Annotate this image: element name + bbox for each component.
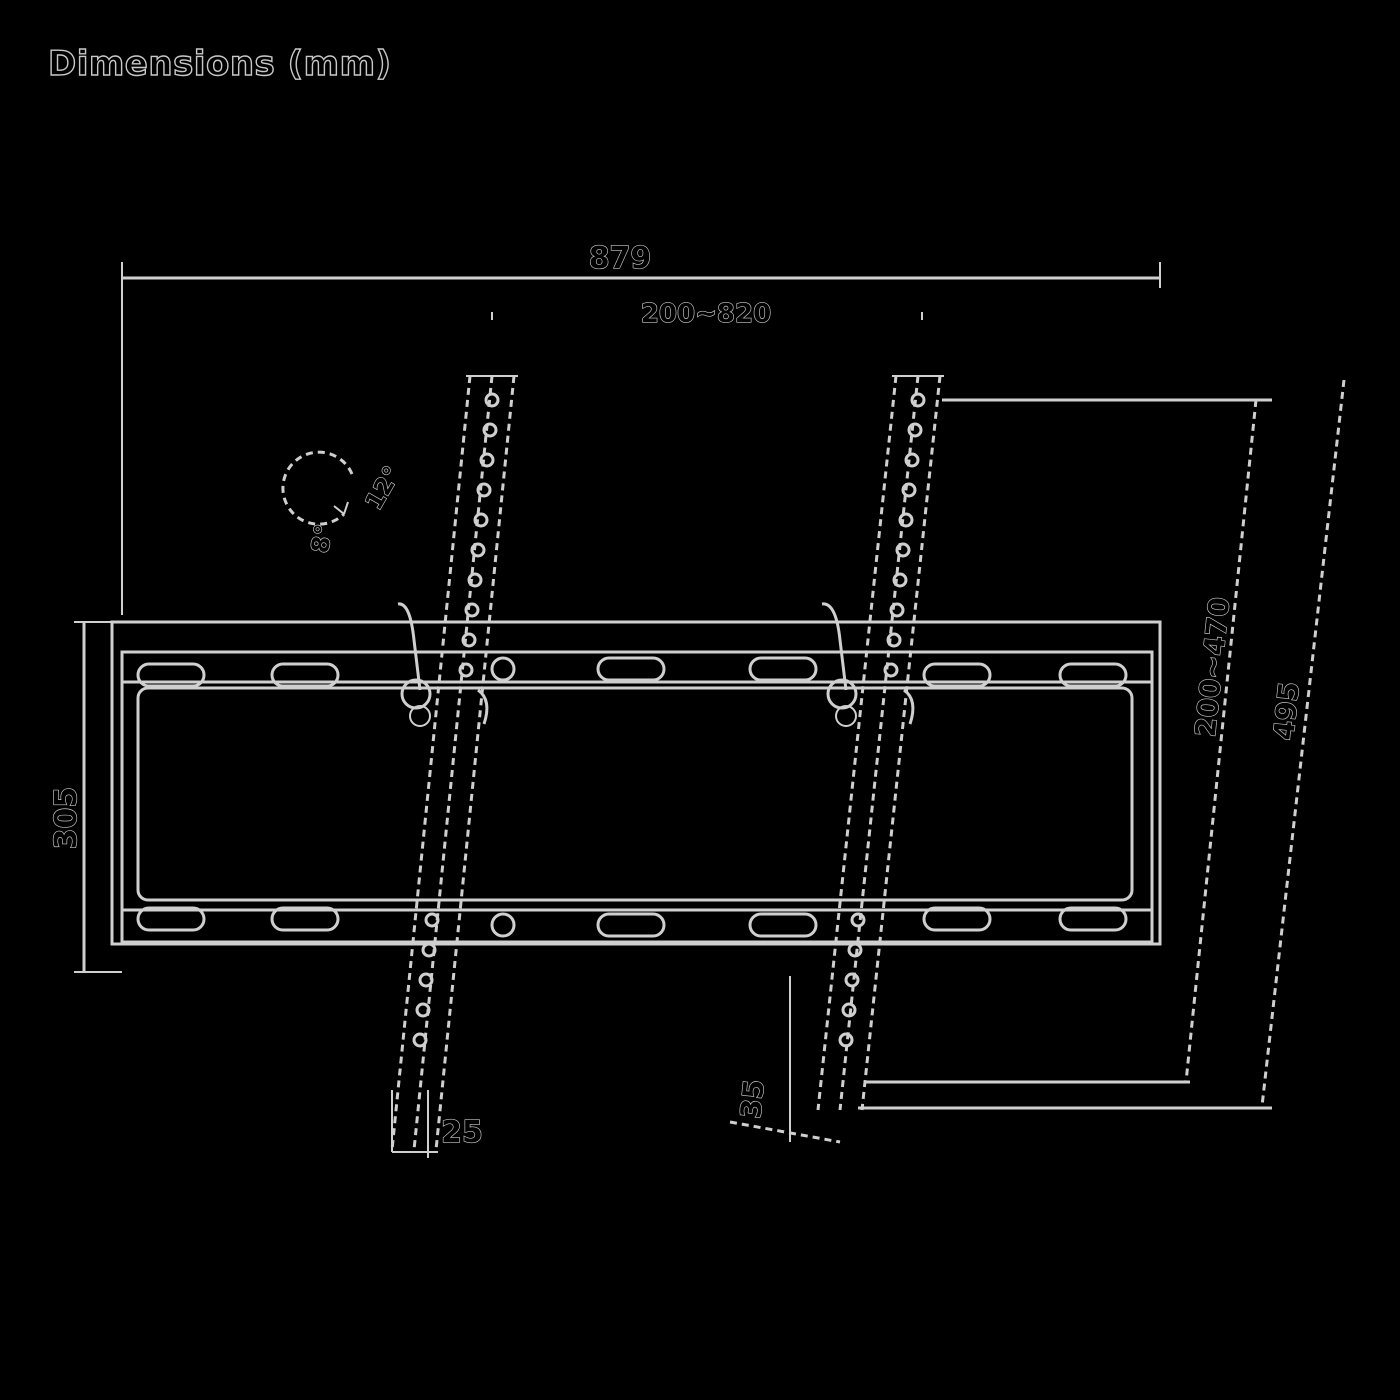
arm-width-dimension: 25 [391,1090,484,1158]
wall-depth-dimension: 35 [729,976,841,1144]
overall-width-dimension: 879 [121,240,1161,615]
arm-width-label: 25 [441,1115,483,1150]
right-arm [816,375,944,1111]
wall-plate-height-dimension: 305 [48,621,122,973]
wall-depth-label: 35 [734,1078,771,1120]
tilt-angle-indicator: 8° 12° [281,450,407,556]
wall-plate [110,620,1162,946]
overall-height-label: 495 [1267,680,1306,742]
vesa-horizontal-label: 200~820 [641,299,771,329]
overall-height-dimension: 495 [858,379,1346,1110]
left-arm [390,375,518,1153]
page-title: Dimensions (mm) [47,43,392,84]
wall-plate-height-label: 305 [49,787,84,850]
overall-width-label: 879 [589,241,652,276]
vesa-horizontal-dimension: 200~820 [491,298,923,330]
tilt-angle-label-2: 12° [360,461,407,514]
tilt-angle-label: 8° [306,522,339,555]
